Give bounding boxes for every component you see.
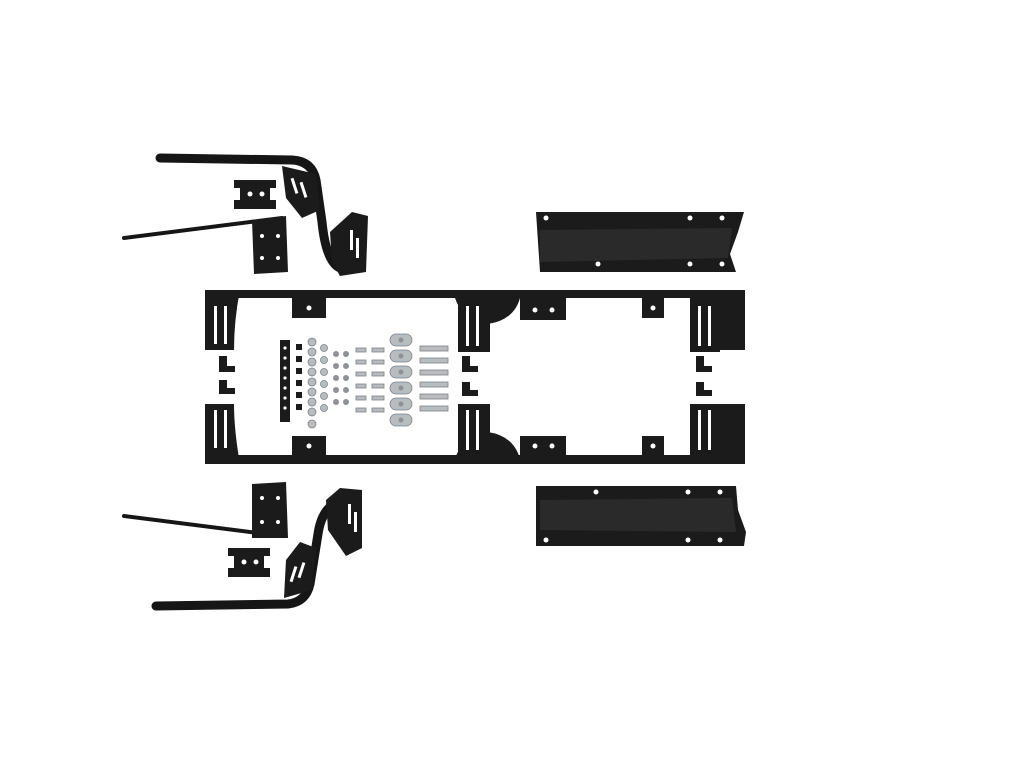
small-l-brackets (219, 356, 712, 396)
bottom-tube-end-bracket (326, 488, 362, 556)
top-tube-plate (282, 166, 320, 218)
top-hinge-block (234, 180, 276, 209)
bottom-tube-plate (284, 542, 316, 598)
main-frame (205, 290, 745, 464)
bottom-channel-bracket (536, 486, 746, 546)
top-mount-plate (252, 216, 288, 274)
bottom-hinge-block (228, 548, 270, 577)
top-channel-bracket (536, 212, 744, 272)
hardware-kit (280, 333, 449, 429)
top-tube-end-bracket (330, 212, 368, 276)
bottom-mount-plate (252, 482, 288, 538)
